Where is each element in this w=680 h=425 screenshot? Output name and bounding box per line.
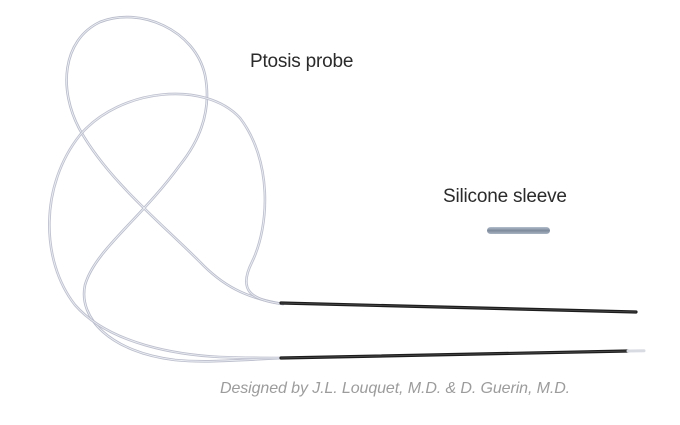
silicone-sleeve (487, 227, 550, 234)
designer-credit: Designed by J.L. Louquet, M.D. & D. Guer… (220, 380, 571, 397)
probe-rod-lower (279, 349, 646, 360)
probe-wire-1 (65, 15, 285, 363)
probe-rod-upper (279, 301, 638, 314)
probe-wire-2 (48, 92, 285, 360)
probe-label: Ptosis probe (250, 51, 354, 72)
sleeve-label: Silicone sleeve (443, 186, 567, 207)
